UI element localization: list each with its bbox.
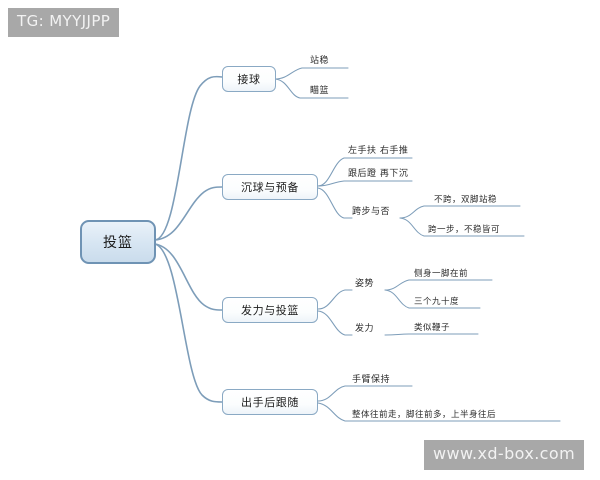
leaf-label-left-hand-support[interactable]: 左手扶 右手推 [348,146,409,156]
leaf-label-aim-basket[interactable]: 瞄篮 [310,86,330,96]
edge-b4-child-1 [317,385,413,402]
edge-b2-child-2 [317,180,413,187]
branch-node-force-shoot[interactable]: 发力与投篮 [222,297,318,323]
leaf-label-no-step-both-feet[interactable]: 不跨，双脚站稳 [434,195,498,205]
branch-node-catch-label: 接球 [237,73,261,86]
edge-b3c2-child-1 [384,333,479,336]
leaf-label-sideways-one-foot-front[interactable]: 侧身一脚在前 [414,269,469,279]
root-node[interactable]: 投篮 [80,220,156,264]
branch-node-follow-through[interactable]: 出手后跟随 [222,389,318,415]
edge-b3c1-child-1 [384,279,493,291]
leaf-label-step-or-not[interactable]: 跨步与否 [352,207,391,217]
leaf-label-posture[interactable]: 姿势 [355,279,375,289]
branch-node-lower-ball-label: 沉球与预备 [241,181,299,194]
root-node-label: 投篮 [103,235,133,251]
edge-b3-child-1 [317,289,353,310]
leaf-label-one-step-any[interactable]: 跨一步，不稳皆可 [428,225,501,235]
leaf-label-like-a-whip[interactable]: 类似鞭子 [414,323,451,333]
leaf-label-keep-arm[interactable]: 手臂保持 [352,375,391,385]
leaf-label-move-forward-detail[interactable]: 整体往前走，脚往前多，上半身往后 [352,410,497,420]
branch-node-lower-ball[interactable]: 沉球与预备 [222,174,318,200]
branch-node-catch[interactable]: 接球 [222,66,276,92]
edge-b2c3-child-1 [399,205,521,219]
edge-b1-child-1 [274,67,349,80]
leaf-label-three-ninety-degrees[interactable]: 三个九十度 [414,297,460,307]
edge-root-to-branch-1 [154,75,223,241]
edge-root-to-branch-4 [154,243,223,403]
branch-node-force-shoot-label: 发力与投篮 [241,304,299,317]
leaf-label-heel-push[interactable]: 跟后蹬 再下沉 [348,169,409,179]
edge-root-to-branch-3 [154,243,223,311]
watermark-top-left: TG: MYYJJPP [8,8,120,37]
watermark-bottom-right: www.xd-box.com [424,440,585,470]
leaf-label-exert-force[interactable]: 发力 [355,324,375,334]
leaf-label-stand-firm[interactable]: 站稳 [310,56,330,66]
edge-b3-child-2 [317,310,353,336]
edge-root-to-branch-2 [154,186,223,241]
edge-b2-child-3 [317,187,353,219]
branch-node-follow-through-label: 出手后跟随 [241,396,299,409]
